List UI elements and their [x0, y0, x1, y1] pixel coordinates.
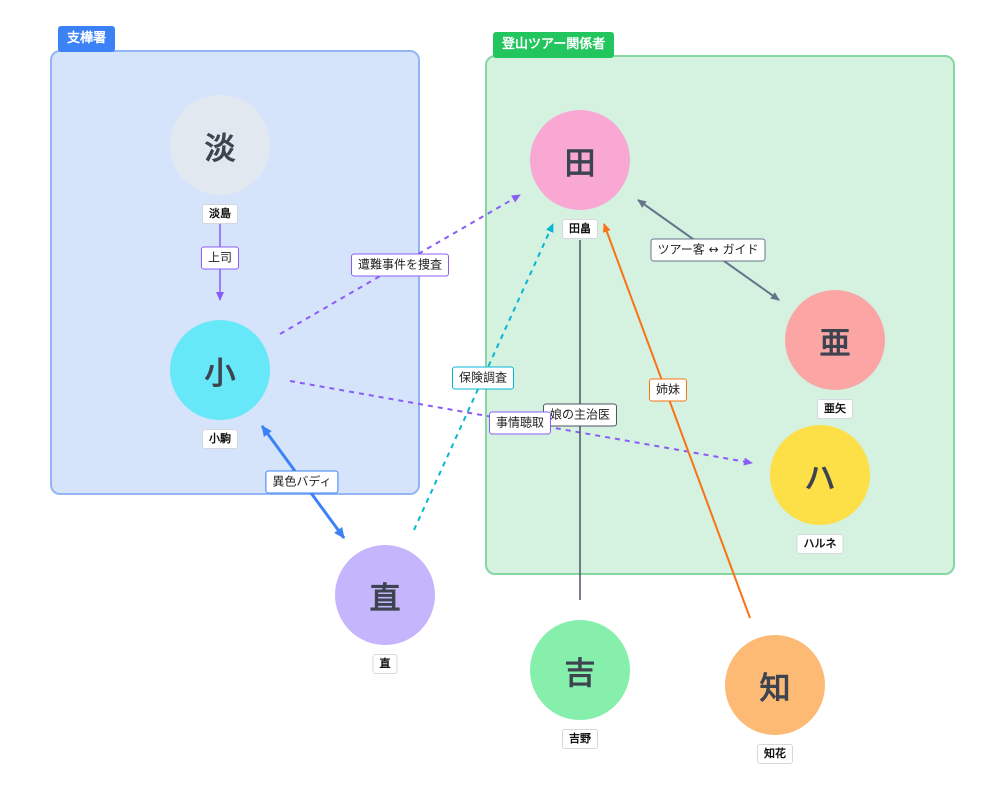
edge-label-boss: 上司 [200, 246, 240, 270]
node-nao[interactable]: 直 [335, 545, 435, 645]
node-koma[interactable]: 小 [170, 320, 270, 420]
node-koma-name: 小駒 [202, 429, 238, 449]
node-harune-name: ハルネ [796, 534, 844, 554]
node-awashima-initial: 淡 [204, 130, 236, 167]
group-tour-title: 登山ツアー関係者 [493, 32, 615, 58]
edge-label-sisters: 姉妹 [648, 378, 688, 402]
node-yoshino-name: 吉野 [562, 729, 598, 749]
edge-label-guide: ツアー客 ↔ ガイド [650, 238, 766, 262]
node-awashima[interactable]: 淡 [170, 95, 270, 195]
node-tabata-initial: 田 [564, 145, 596, 182]
edge-label-buddy: 異色バディ [265, 470, 339, 494]
edge-label-doctor: 娘の主治医 [542, 403, 618, 427]
node-harune[interactable]: ハ [770, 425, 870, 525]
node-tabata[interactable]: 田 [530, 110, 630, 210]
node-yoshino-initial: 吉 [564, 655, 596, 692]
edge-insurance [413, 223, 554, 531]
node-chika-name: 知花 [757, 744, 793, 764]
node-yoshino[interactable]: 吉 [530, 620, 630, 720]
node-aya-name: 亜矢 [817, 399, 853, 419]
node-aya[interactable]: 亜 [785, 290, 885, 390]
node-tabata-name: 田畠 [562, 219, 598, 239]
node-chika-initial: 知 [759, 670, 791, 707]
edge-sisters [603, 223, 751, 619]
node-chika[interactable]: 知 [725, 635, 825, 735]
edge-label-insurance: 保険調査 [451, 366, 515, 390]
node-awashima-name: 淡島 [202, 204, 238, 224]
node-aya-initial: 亜 [819, 325, 851, 362]
group-police-title: 支樺署 [58, 26, 116, 52]
node-koma-initial: 小 [204, 355, 236, 392]
edge-label-investigate: 遭難事件を捜査 [350, 253, 450, 277]
edge-label-interview: 事情聴取 [488, 411, 552, 435]
edge-investigate [279, 194, 521, 335]
node-nao-initial: 直 [369, 580, 401, 617]
node-harune-initial: ハ [804, 460, 836, 497]
node-nao-name: 直 [372, 654, 398, 674]
